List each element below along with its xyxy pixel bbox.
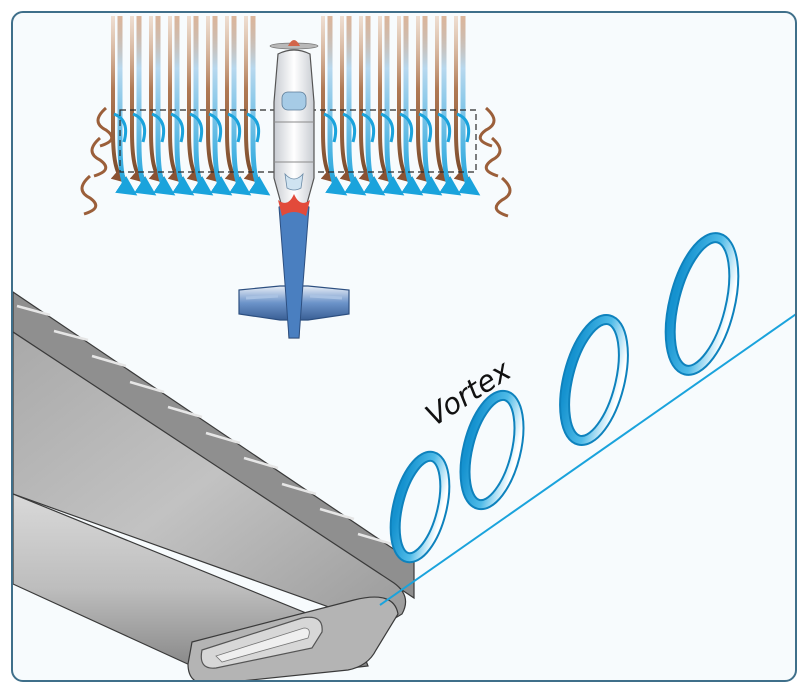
downwash-curl	[132, 112, 147, 143]
vortex-loop	[459, 389, 525, 511]
wingtip-outflow-curl	[478, 106, 496, 148]
fuselage-stripe	[278, 194, 310, 216]
downwash-blue-line	[382, 16, 405, 196]
downwash-blue-line	[363, 16, 386, 196]
downwash-blue-line	[325, 16, 348, 196]
downwash-curl	[399, 112, 414, 143]
downwash-blue-line	[172, 16, 195, 196]
wingtip-outflow-curl	[96, 106, 114, 148]
spinner	[288, 40, 300, 46]
downwash-curl	[437, 112, 452, 143]
wing-trailing-edge	[13, 291, 415, 600]
diagram-frame: Vortex	[11, 11, 797, 682]
wingtip-outflow-curl	[80, 174, 98, 216]
downwash-blue-line	[248, 16, 271, 196]
downwash-blue-line	[344, 16, 367, 196]
downwash-blue-line	[420, 16, 443, 196]
downwash-curl	[418, 112, 433, 143]
downwash-blue-line	[115, 16, 138, 196]
wing-ribs	[16, 304, 393, 546]
downwash-blue-line	[153, 16, 176, 196]
vortex-loops	[389, 232, 740, 564]
downwash-curl	[246, 112, 261, 143]
downwash-curl	[208, 112, 223, 143]
downwash-blue-line	[134, 16, 157, 196]
vortex-trail-line	[379, 313, 795, 606]
downwash-curl	[342, 112, 357, 143]
downwash-curl	[380, 112, 395, 143]
downwash-curl	[189, 112, 204, 143]
downwash-curl	[456, 112, 471, 143]
vortex-loop	[389, 450, 451, 564]
wingtip-outflow-curl	[90, 136, 108, 178]
downwash-blue-line	[210, 16, 233, 196]
wingtip-outflow-curl	[494, 176, 512, 218]
downwash-blue-line	[229, 16, 252, 196]
downwash-blue-line	[191, 16, 214, 196]
downwash-blue-line	[458, 16, 481, 196]
downwash-curl	[151, 112, 166, 143]
downwash-curl	[170, 112, 185, 143]
downwash-curl	[323, 112, 338, 143]
vortex-spiral-icon	[379, 232, 795, 606]
wingtip-outflow-curl	[484, 136, 502, 178]
downwash-curl	[227, 112, 242, 143]
downwash-curl	[361, 112, 376, 143]
vortex-loop	[559, 314, 629, 446]
vortex-loop	[664, 232, 740, 376]
downwash-blue-line	[401, 16, 424, 196]
wingtip-vortex-diagram: Vortex	[13, 16, 795, 680]
wing-icon	[13, 291, 415, 680]
downwash-blue-line	[439, 16, 462, 196]
aircraft-top-view-icon	[119, 40, 477, 339]
downwash-curl	[113, 112, 128, 143]
canopy	[281, 91, 307, 111]
airflow-streamlines	[80, 16, 512, 218]
